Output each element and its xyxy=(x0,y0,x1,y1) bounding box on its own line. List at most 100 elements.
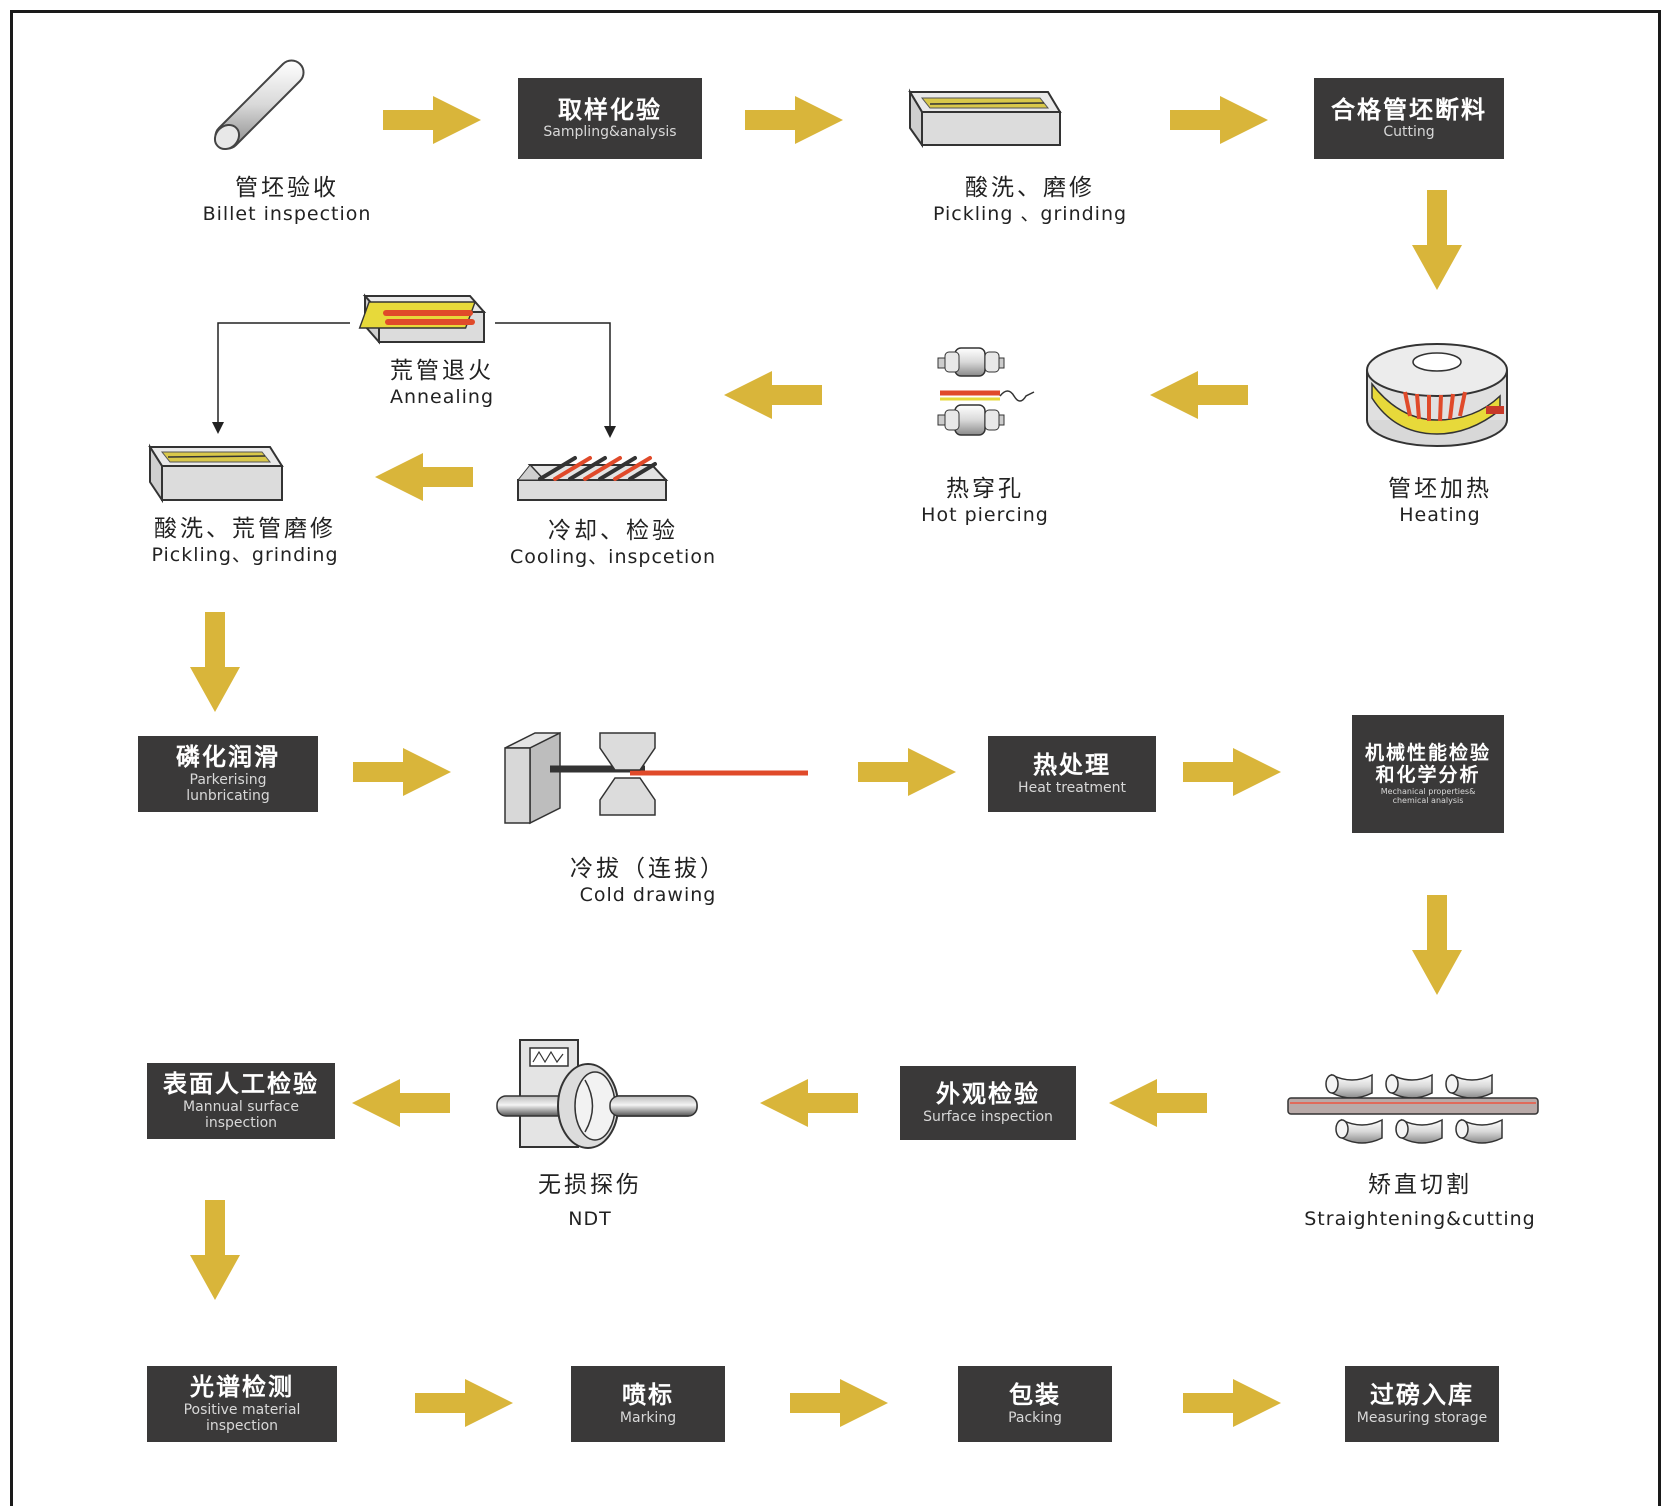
arrow-right xyxy=(353,748,451,796)
flow-arrows xyxy=(190,96,1462,1427)
step-heat-treatment-en: Heat treatment xyxy=(1018,779,1126,796)
step-sampling-zh: 取样化验 xyxy=(558,95,662,124)
step-drawing-caption: 冷拔（连拔） Cold drawing xyxy=(570,856,726,906)
arrow-left xyxy=(724,371,822,419)
arrow-down xyxy=(1412,190,1462,290)
arrow-right xyxy=(1170,96,1268,144)
step-piercing-zh: 热穿孔 xyxy=(946,476,1024,502)
step-heat-treatment-box: 热处理 Heat treatment xyxy=(988,736,1156,812)
step-billet-en: Billet inspection xyxy=(202,202,372,225)
step-cooling-caption: 冷却、检验 Cooling、inspcetion xyxy=(510,518,716,568)
step-surface-zh: 外观检验 xyxy=(936,1080,1040,1109)
step-pickling1-zh: 酸洗、磨修 xyxy=(964,175,1095,201)
step-manual-en2: inspection xyxy=(204,1114,278,1131)
arrow-down xyxy=(190,1200,240,1300)
step-ndt-caption: 无损探伤 NDT xyxy=(538,1172,642,1230)
step-cutting-box: 合格管坯断料 Cutting xyxy=(1314,78,1504,159)
cooling-bed-icon xyxy=(516,456,669,501)
arrow-down xyxy=(190,612,240,712)
step-sampling-box: 取样化验 Sampling&analysis xyxy=(518,78,702,159)
step-packing-box: 包装 Packing xyxy=(958,1366,1112,1442)
step-spectro-en2: inspection xyxy=(205,1417,279,1434)
step-storage-en: Measuring storage xyxy=(1356,1409,1488,1426)
step-manual-zh: 表面人工检验 xyxy=(163,1070,319,1099)
step-manual-box: 表面人工检验 Mannual surface inspection xyxy=(147,1063,335,1139)
step-billet-zh: 管坯验收 xyxy=(235,175,339,201)
arrow-down xyxy=(1412,895,1462,995)
step-pickling2-zh: 酸洗、荒管磨修 xyxy=(153,516,336,542)
step-lubrication-en2: lunbricating xyxy=(186,787,270,804)
step-drawing-en: Cold drawing xyxy=(579,883,717,906)
step-heating-caption: 管坯加热 Heating xyxy=(1388,476,1492,526)
annealing-furnace-icon xyxy=(358,293,487,345)
step-surface-box: 外观检验 Surface inspection xyxy=(900,1066,1076,1140)
step-mech-test-zh2: 和化学分析 xyxy=(1375,763,1481,786)
step-pickling2-caption: 酸洗、荒管磨修 Pickling、grinding xyxy=(151,516,338,566)
step-lubrication-box: 磷化润滑 Parkerising lunbricating xyxy=(138,736,318,812)
step-straightening-en: Straightening&cutting xyxy=(1304,1207,1536,1230)
step-packing-zh: 包装 xyxy=(1009,1381,1061,1410)
arrow-right xyxy=(415,1379,513,1427)
step-surface-en: Surface inspection xyxy=(923,1108,1053,1125)
pickling-tank-icon xyxy=(908,88,1062,149)
arrow-left xyxy=(760,1079,858,1127)
step-piercing-caption: 热穿孔 Hot piercing xyxy=(921,476,1049,526)
step-spectro-zh: 光谱检测 xyxy=(190,1373,294,1402)
piercing-rolls-icon xyxy=(937,347,1035,436)
step-lubrication-en1: Parkerising xyxy=(189,771,267,788)
step-ndt-zh: 无损探伤 xyxy=(538,1172,642,1198)
step-annealing-zh: 荒管退火 xyxy=(389,358,494,384)
step-mech-test-zh1: 机械性能检验 xyxy=(1364,741,1491,764)
arrow-right xyxy=(790,1379,888,1427)
step-ndt-en: NDT xyxy=(568,1207,612,1230)
arrow-right xyxy=(383,96,481,144)
step-drawing-zh: 冷拔（连拔） xyxy=(570,856,726,882)
step-lubrication-zh: 磷化润滑 xyxy=(176,743,280,772)
step-storage-zh: 过磅入库 xyxy=(1370,1381,1474,1410)
step-cooling-zh: 冷却、检验 xyxy=(548,518,678,544)
step-cutting-zh: 合格管坯断料 xyxy=(1331,95,1487,124)
step-heating-en: Heating xyxy=(1399,503,1481,526)
arrow-left xyxy=(352,1079,450,1127)
step-billet-caption: 管坯验收 Billet inspection xyxy=(203,175,372,225)
step-mech-test-en: Mechanical properties& chemical analysis xyxy=(1380,786,1476,805)
diagram-frame xyxy=(10,10,1661,1506)
step-cutting-en: Cutting xyxy=(1383,124,1435,141)
step-piercing-en: Hot piercing xyxy=(921,503,1049,526)
arrow-left xyxy=(1109,1079,1207,1127)
straightening-rolls-icon xyxy=(1287,1073,1539,1144)
pickling-tank-icon xyxy=(148,443,284,504)
step-annealing-en: Annealing xyxy=(389,385,495,408)
arrow-left xyxy=(375,453,473,501)
step-straightening-caption: 矫直切割 Straightening&cutting xyxy=(1304,1172,1536,1230)
rotary-furnace-icon xyxy=(1366,343,1508,447)
step-pickling1-caption: 酸洗、磨修 Pickling 、grinding xyxy=(933,175,1127,225)
step-cooling-en: Cooling、inspcetion xyxy=(510,545,716,568)
arrow-right xyxy=(858,748,956,796)
step-marking-box: 喷标 Marking xyxy=(571,1366,725,1442)
ndt-tester-icon xyxy=(496,1039,698,1149)
step-marking-zh: 喷标 xyxy=(622,1381,674,1410)
step-packing-en: Packing xyxy=(1008,1409,1062,1426)
cold-drawing-die-icon xyxy=(504,731,808,825)
step-marking-en: Marking xyxy=(619,1409,677,1426)
step-manual-en1: Mannual surface xyxy=(183,1098,299,1115)
step-straightening-zh: 矫直切割 xyxy=(1368,1172,1472,1198)
arrow-left xyxy=(1150,371,1248,419)
step-heating-zh: 管坯加热 xyxy=(1388,476,1492,502)
step-sampling-en: Sampling&analysis xyxy=(543,124,677,141)
step-pickling2-en: Pickling、grinding xyxy=(151,543,339,566)
step-mech-test-box: 机械性能检验 和化学分析 Mechanical properties& chem… xyxy=(1352,715,1504,833)
arrow-right xyxy=(745,96,843,144)
arrow-right xyxy=(1183,1379,1281,1427)
step-spectro-box: 光谱检测 Positive material inspection xyxy=(147,1366,337,1442)
step-annealing-caption: 荒管退火 Annealing xyxy=(390,358,494,408)
step-storage-box: 过磅入库 Measuring storage xyxy=(1345,1366,1499,1442)
arrow-right xyxy=(1183,748,1281,796)
step-heat-treatment-zh: 热处理 xyxy=(1033,751,1111,780)
step-pickling1-en: Pickling 、grinding xyxy=(932,202,1128,225)
billet-rod-icon xyxy=(213,59,305,151)
step-spectro-en1: Positive material xyxy=(183,1401,301,1418)
annealing-connectors xyxy=(212,322,616,438)
